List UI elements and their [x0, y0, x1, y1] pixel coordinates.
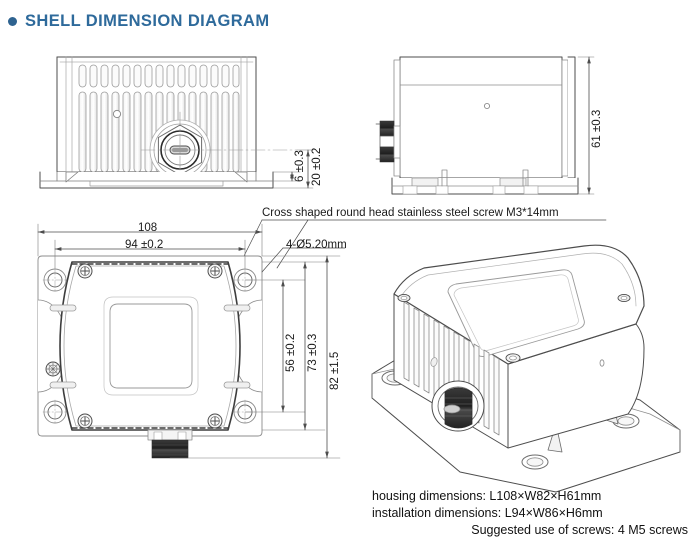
top-view-horizontal-dimensions [37, 223, 263, 269]
dim-top-mounting-length: 94 ±0.2 [125, 239, 164, 251]
front-view-dimensions [272, 149, 314, 189]
bullet-dot-icon [8, 17, 17, 26]
screw-note-leaders [240, 219, 607, 269]
iso-connector [431, 380, 485, 432]
spec-housing-dimensions: housing dimensions: L108×W82×H61mm [372, 489, 602, 503]
vent-hole [112, 109, 122, 119]
callout-mounting-holes: 4-Ø5.20mm [286, 239, 347, 251]
top-plan-view [37, 223, 346, 459]
dim-front-base-height: 20 ±0.2 [311, 147, 323, 186]
side-view-dimensions [577, 56, 595, 195]
side-connector [375, 120, 401, 163]
isometric-3d-view [371, 244, 681, 493]
page-title-row: SHELL DIMENSION DIAGRAM [8, 12, 270, 31]
mounting-hole-callout-leader [261, 247, 346, 273]
page-title: SHELL DIMENSION DIAGRAM [25, 12, 270, 30]
side-elevation-view [375, 56, 595, 195]
spec-suggested-screws: Suggested use of screws: 4 M5 screws [471, 523, 688, 537]
specs-block: housing dimensions: L108×W82×H61mm insta… [372, 488, 688, 539]
housing-screws [77, 263, 223, 429]
spec-installation-dimensions: installation dimensions: L94×W86×H6mm [372, 506, 603, 520]
front-elevation-view [39, 56, 314, 189]
dim-side-overall-height: 61 ±0.3 [591, 109, 603, 148]
screw-note-caption: Cross shaped round head stainless steel … [262, 207, 559, 219]
top-view-connector [147, 429, 193, 459]
dim-top-overall-length: 108 [138, 222, 158, 234]
breather-valve [45, 361, 61, 377]
dim-top-mounting-width: 73 ±0.3 [307, 333, 319, 372]
dim-front-flange-height: 6 ±0.3 [294, 150, 306, 182]
side-vent-hole [483, 102, 491, 110]
dim-top-inner-width: 56 ±0.2 [285, 333, 297, 372]
dim-top-overall-width: 82 ±1.5 [329, 351, 341, 390]
top-view-vertical-dimensions [169, 255, 341, 459]
iso-housing-screws [397, 293, 631, 363]
iso-vent-hole [599, 359, 605, 367]
